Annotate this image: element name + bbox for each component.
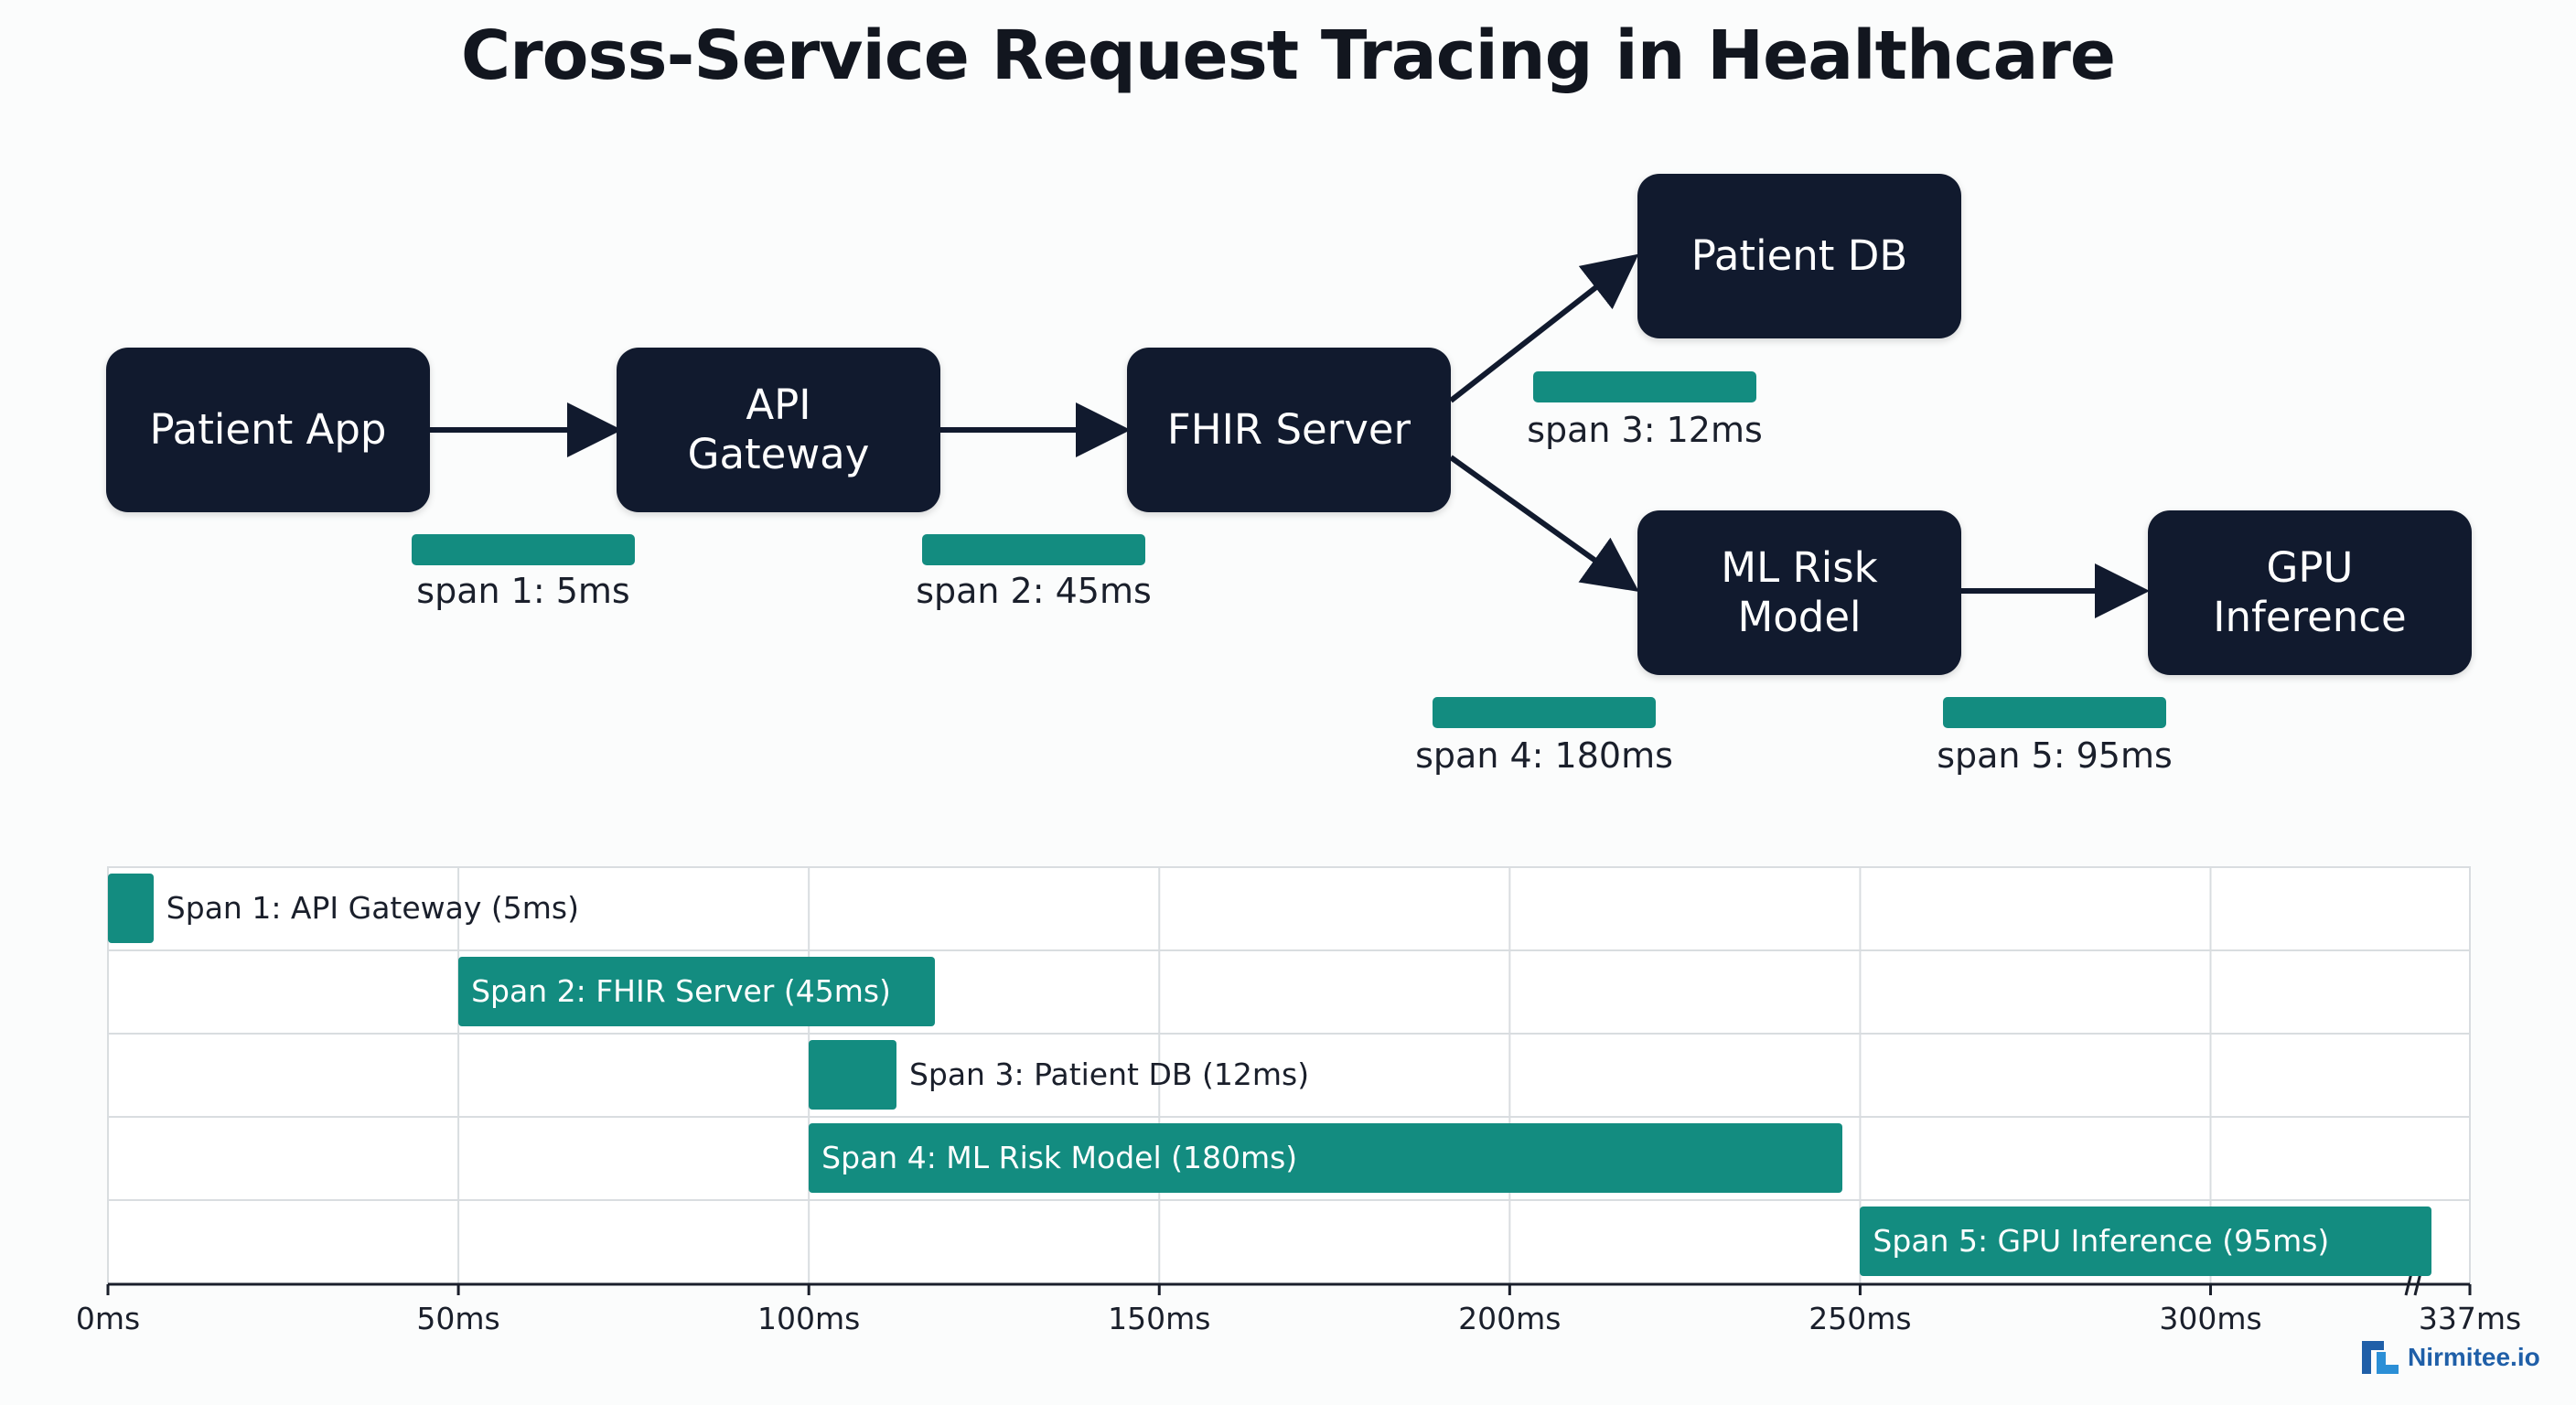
- span-2-bar: [922, 534, 1145, 565]
- span-1-bar: [412, 534, 635, 565]
- span-3-bar: [1533, 371, 1756, 402]
- page-title: Cross-Service Request Tracing in Healthc…: [460, 16, 2116, 95]
- node-api-gateway: API Gateway: [617, 348, 940, 512]
- span-5-label: span 5: 95ms: [1937, 735, 2173, 776]
- span-4-bar: [1433, 697, 1656, 728]
- node-ml-risk-model: ML Risk Model: [1637, 510, 1961, 675]
- span-bar-label: Span 4: ML Risk Model (180ms): [821, 1140, 1298, 1175]
- span-bar: [1860, 1207, 2431, 1276]
- tick-label: 300ms: [2159, 1301, 2262, 1336]
- tick-label: 0ms: [75, 1301, 141, 1336]
- span-bar-label: Span 3: Patient DB (12ms): [908, 1056, 1310, 1092]
- span-bar: [809, 1123, 1843, 1193]
- tick-label: 337ms: [2418, 1301, 2522, 1336]
- tick-label: 150ms: [1108, 1301, 1211, 1336]
- flow-diagram-arrows: [430, 253, 2150, 618]
- span-bar: [108, 874, 154, 943]
- arrow-fhir-to-mlrisk: [1449, 455, 1639, 592]
- span-3-label: span 3: 12ms: [1527, 410, 1763, 450]
- tick-label: 250ms: [1809, 1301, 1912, 1336]
- span-bar: [458, 957, 936, 1026]
- node-patient-db: Patient DB: [1637, 174, 1961, 338]
- brand-logo-icon: [2362, 1341, 2399, 1374]
- node-fhir-server: FHIR Server: [1127, 348, 1451, 512]
- brand-name: Nirmitee.io: [2408, 1343, 2540, 1371]
- tick-label: 200ms: [1458, 1301, 1562, 1336]
- span-bar-label: Span 2: FHIR Server (45ms): [471, 973, 891, 1009]
- tick-label: 50ms: [416, 1301, 500, 1336]
- node-gpu-inference: GPU Inference: [2148, 510, 2472, 675]
- span-4-label: span 4: 180ms: [1415, 735, 1673, 776]
- axis-break-mark: [2413, 1272, 2422, 1296]
- span-bar: [809, 1040, 896, 1110]
- span-bar-label: Span 5: GPU Inference (95ms): [1873, 1223, 2330, 1259]
- tick-label: 100ms: [757, 1301, 861, 1336]
- span-2-label: span 2: 45ms: [916, 571, 1152, 611]
- span-1-label: span 1: 5ms: [416, 571, 630, 611]
- arrow-fhir-to-patientdb: [1449, 253, 1639, 403]
- brand-logo: Nirmitee.io: [2362, 1341, 2540, 1374]
- span-bar-label: Span 1: API Gateway (5ms): [166, 890, 579, 926]
- span-5-bar: [1943, 697, 2166, 728]
- node-patient-app: Patient App: [106, 348, 430, 512]
- axis-break-mark: [2404, 1272, 2413, 1296]
